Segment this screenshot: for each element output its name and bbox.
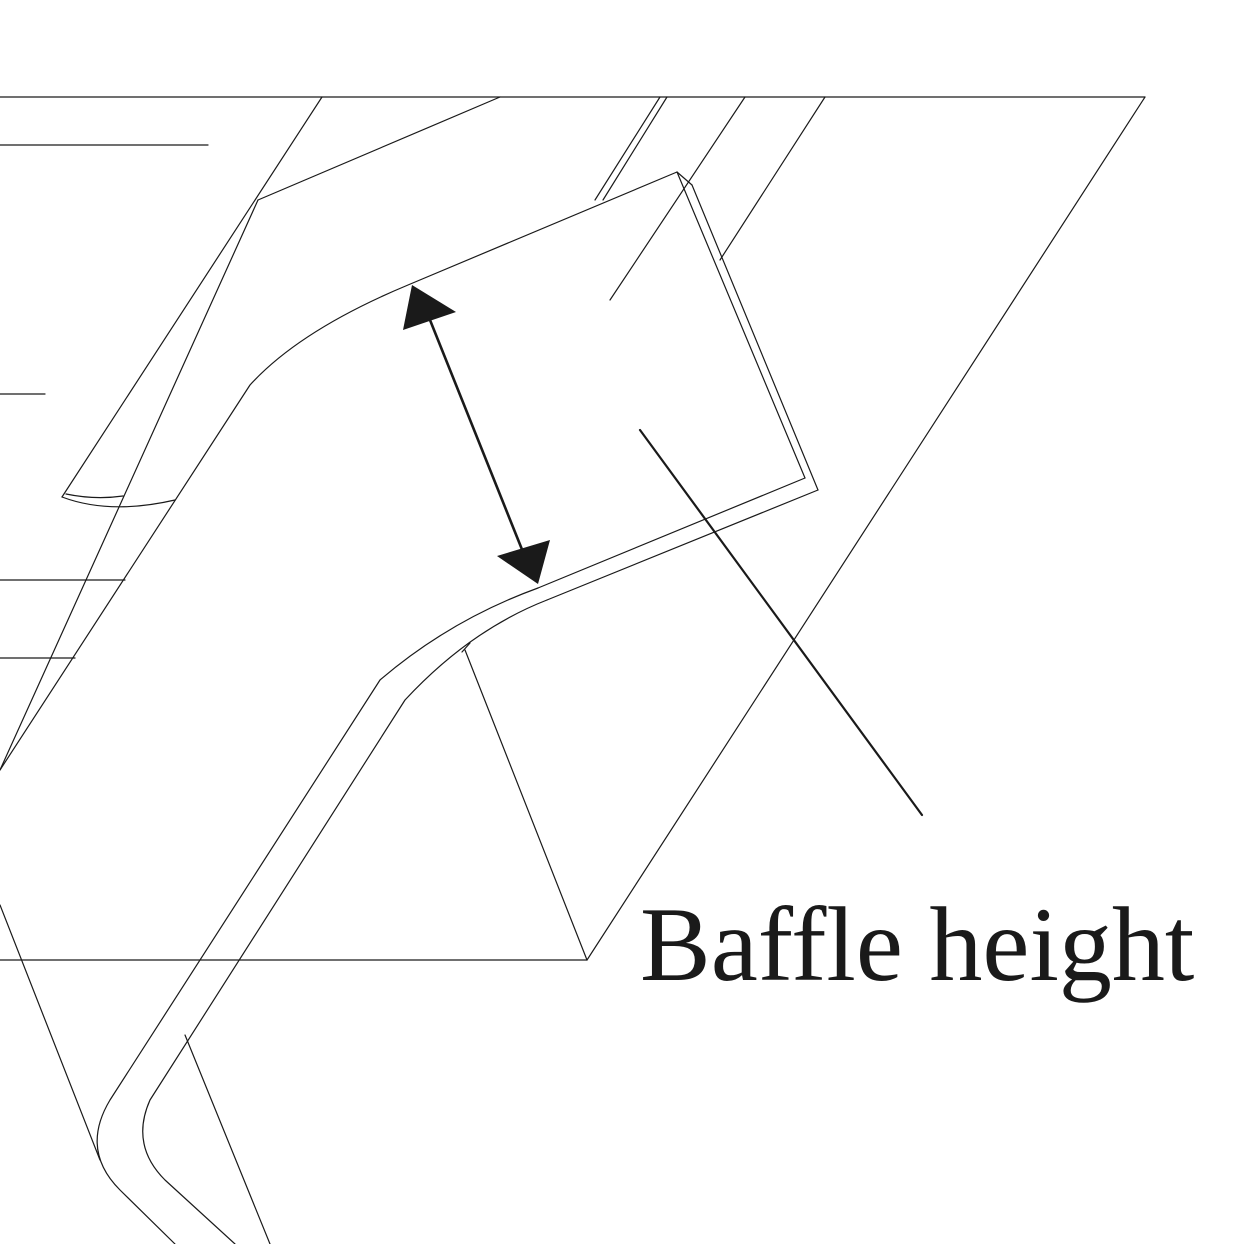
support-diagonal-b [719, 96, 826, 261]
baffle-bottom-edge-back [546, 489, 819, 601]
dimension-arrowhead-bottom [497, 540, 550, 584]
dimension-annotation [403, 285, 924, 817]
baffle-bend-outer [96, 587, 539, 1244]
baffle-outer-face [0, 171, 678, 771]
baffle-bottom-edge-front [537, 477, 806, 589]
label-leader-line [638, 428, 924, 817]
lower-support-diagonal [184, 1034, 271, 1244]
upper-plate-curl-inner [65, 493, 124, 499]
background-structure [0, 96, 1146, 1161]
left-long-diagonal [0, 199, 259, 771]
baffle-bend-inner [142, 599, 548, 1244]
baffle-height-label: Baffle height [640, 886, 1195, 1003]
support-diagonal-c [594, 96, 661, 201]
upper-plate [61, 96, 501, 508]
right-diagonal-edge [586, 96, 1146, 961]
baffle-right-edge-front [676, 171, 806, 479]
support-diagonal-d [602, 96, 668, 201]
upper-plate-top-edge [257, 96, 501, 201]
support-diagonal-a [609, 96, 746, 301]
upper-plate-left-edge [61, 96, 323, 498]
dimension-arrowhead-top [403, 285, 456, 330]
lower-left-diagonal [0, 904, 101, 1161]
upper-plate-curl [61, 496, 176, 508]
bracket-left-edge [464, 649, 588, 961]
baffle-thickness-top [676, 171, 693, 186]
dimension-line [426, 314, 525, 553]
baffle-plate [0, 171, 819, 1244]
baffle-right-edge-back [691, 184, 819, 491]
bend-crease-line [461, 642, 471, 653]
